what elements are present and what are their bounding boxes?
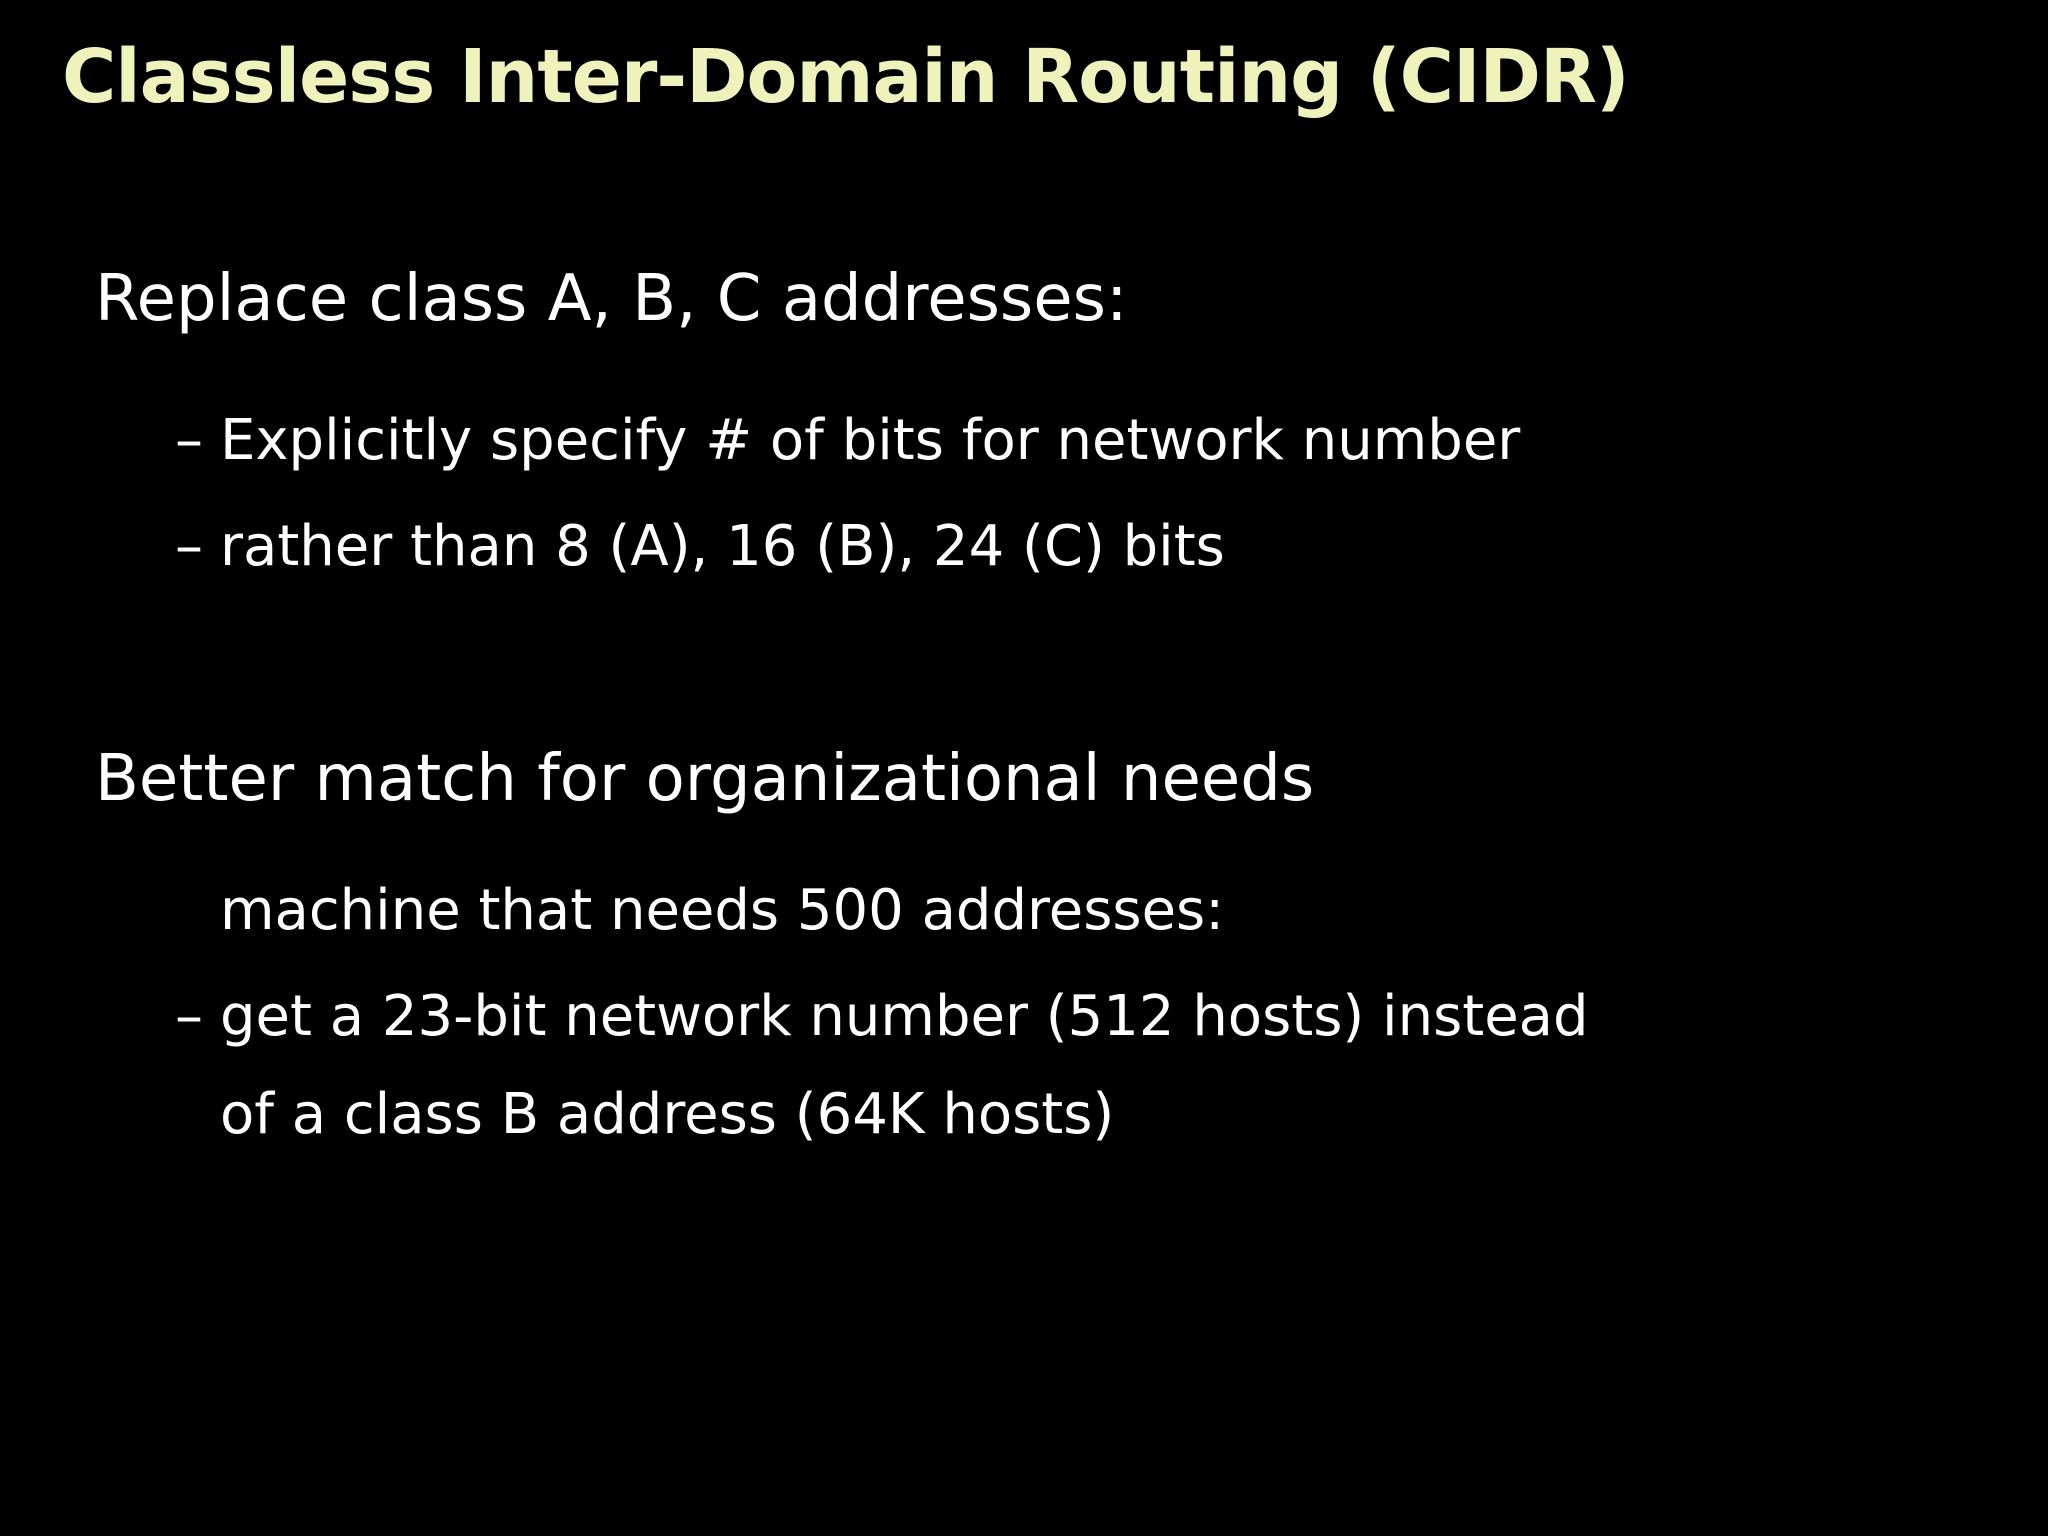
section-heading-better-match: Better match for organizational needs <box>95 742 1315 816</box>
slide-title: Classless Inter-Domain Routing (CIDR) <box>62 34 1630 120</box>
bullet-item-rather-than: – rather than 8 (A), 16 (B), 24 (C) bits <box>175 498 1225 596</box>
bullet-text-line-2: of a class B address (64K hosts) <box>220 1082 1115 1147</box>
bullet-text: rather than 8 (A), 16 (B), 24 (C) bits <box>220 514 1225 579</box>
section-heading-replace-classes: Replace class A, B, C addresses: <box>95 262 1128 336</box>
bullet-text: Explicitly specify # of bits for network… <box>220 408 1521 473</box>
bullet-text-line-1: get a 23-bit network number (512 hosts) … <box>220 984 1589 1049</box>
bullet-dash-icon: – <box>175 408 203 473</box>
bullet-dash-icon: – <box>175 514 203 579</box>
bullet-item-23-bit-network: – get a 23-bit network number (512 hosts… <box>175 968 1589 1164</box>
bullet-item-explicit-bits: – Explicitly specify # of bits for netwo… <box>175 392 1520 490</box>
bullet-dash-icon: – <box>175 984 203 1049</box>
sub-item-machine-needs: machine that needs 500 addresses: <box>220 862 1224 960</box>
sub-item-text: machine that needs 500 addresses: <box>220 878 1225 943</box>
